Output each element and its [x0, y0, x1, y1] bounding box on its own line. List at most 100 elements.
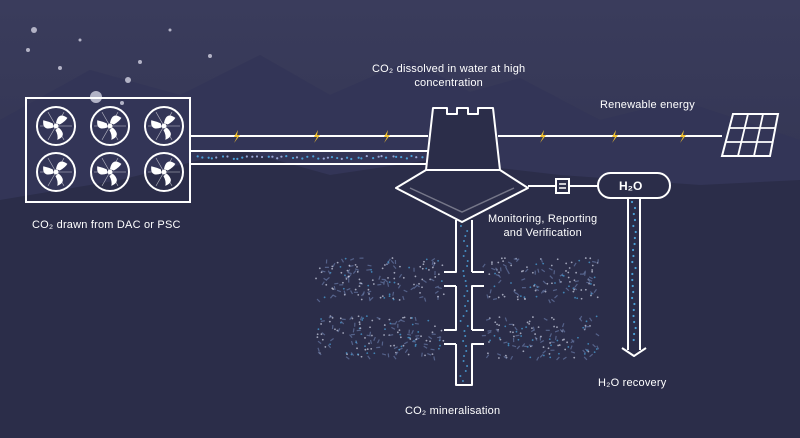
- flow-dot: [295, 156, 299, 159]
- mineral-dot: [398, 348, 401, 351]
- mineral-fleck: [495, 267, 498, 272]
- water-dot: [464, 370, 467, 372]
- mineral-dot: [320, 271, 323, 274]
- mineral-fleck: [393, 346, 398, 350]
- mineral-dot: [315, 277, 317, 280]
- ground: [0, 150, 800, 438]
- star: [120, 101, 124, 105]
- mineral-fleck: [534, 336, 538, 341]
- mineral-dot: [554, 282, 556, 284]
- mineral-dot: [360, 282, 363, 285]
- fan-blade: [55, 173, 63, 186]
- mineral-fleck: [359, 316, 363, 321]
- mineral-fleck: [431, 260, 434, 265]
- mineral-fleck: [350, 257, 355, 261]
- mineral-dot: [522, 350, 525, 353]
- mineral-fleck: [332, 294, 337, 298]
- mineral-fleck: [536, 356, 540, 361]
- mineral-fleck: [384, 279, 389, 283]
- mineral-dot: [331, 317, 334, 319]
- water-dot: [462, 315, 465, 317]
- mineral-dot: [572, 290, 575, 293]
- mineral-dot: [343, 293, 346, 296]
- mineral-fleck: [340, 320, 345, 325]
- mineral-dot: [504, 257, 506, 260]
- mineral-dot: [488, 273, 491, 276]
- flow-dot: [421, 156, 424, 159]
- mineral-dot: [498, 357, 500, 359]
- mineral-fleck: [592, 260, 597, 263]
- mineral-dot: [593, 351, 596, 354]
- mineral-fleck: [367, 355, 371, 360]
- mineral-dot: [407, 353, 410, 356]
- mineral-fleck: [571, 338, 575, 343]
- water-dot: [466, 365, 469, 367]
- mineral-dot: [388, 281, 391, 284]
- mineral-fleck: [415, 284, 420, 288]
- water-dot: [632, 212, 635, 216]
- mineral-fleck: [589, 291, 594, 295]
- mineral-fleck: [514, 326, 518, 331]
- mineral-dot: [494, 272, 496, 275]
- water-dot: [465, 345, 468, 347]
- flow-dot: [215, 156, 218, 159]
- mineral-fleck: [578, 317, 583, 322]
- mineral-dot: [532, 316, 534, 318]
- mineral-fleck: [554, 294, 558, 299]
- mineral-fleck: [521, 278, 526, 281]
- mineral-dot: [364, 348, 367, 351]
- mineral-fleck: [317, 347, 320, 352]
- flow-dot: [291, 156, 295, 160]
- mineral-dot: [414, 275, 417, 278]
- mineral-dot: [346, 269, 349, 272]
- water-dot: [462, 255, 465, 257]
- mineral-fleck: [366, 269, 371, 271]
- flow-dot: [251, 155, 254, 158]
- mineral-fleck: [316, 298, 321, 303]
- mineral-fleck: [513, 290, 517, 295]
- flow-dot: [285, 155, 288, 158]
- mineral-dot: [437, 259, 440, 262]
- mineral-dot: [519, 295, 522, 298]
- mineral-fleck: [595, 333, 600, 337]
- water-dot: [633, 236, 636, 240]
- fan-hub: [161, 169, 167, 175]
- mineral-dot: [402, 276, 405, 279]
- mineral-fleck: [320, 320, 325, 322]
- mineral-dot: [368, 342, 370, 345]
- water-dot: [466, 265, 469, 267]
- mineral-fleck: [549, 275, 554, 280]
- mineral-fleck: [349, 265, 354, 268]
- fan-icon: [144, 152, 184, 192]
- fan-blade: [56, 161, 68, 171]
- mineral-dot: [529, 356, 532, 359]
- mineral-dot: [584, 324, 587, 327]
- mineral-fleck: [361, 292, 365, 297]
- mineral-dot: [533, 284, 535, 287]
- mineral-fleck: [434, 285, 440, 289]
- mineral-fleck: [574, 280, 579, 283]
- mineral-fleck: [376, 316, 381, 320]
- mineral-fleck: [367, 264, 372, 267]
- water-dot: [633, 206, 637, 210]
- water-dot: [630, 200, 634, 204]
- mineral-dot: [591, 264, 594, 267]
- mineral-dot: [355, 341, 358, 344]
- mineral-dot: [399, 336, 402, 339]
- mineral-fleck: [574, 283, 578, 288]
- mineral-fleck: [528, 344, 533, 347]
- mineral-fleck: [350, 340, 354, 346]
- water-dot: [464, 305, 467, 307]
- mineral-dot: [366, 352, 369, 355]
- fan-hub: [161, 123, 167, 129]
- water-dot: [465, 285, 468, 287]
- mineral-dot: [509, 330, 512, 333]
- mineral-dot: [528, 320, 531, 323]
- mineral-dot: [389, 322, 392, 325]
- mineral-dot: [534, 333, 537, 335]
- mineral-fleck: [515, 292, 520, 297]
- water-dot: [466, 300, 469, 302]
- mineral-dot: [546, 282, 549, 285]
- fan-blade: [164, 161, 176, 171]
- mineral-dot: [488, 317, 491, 320]
